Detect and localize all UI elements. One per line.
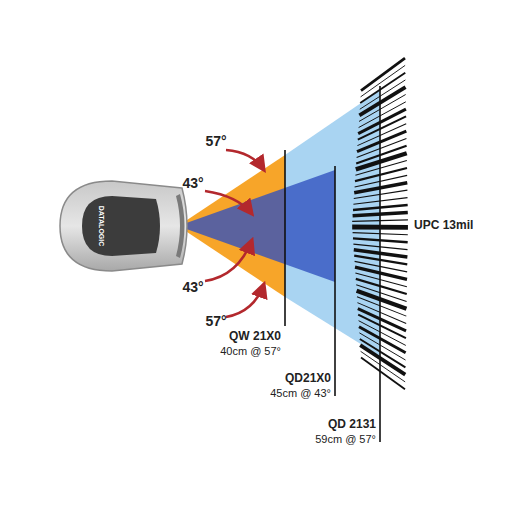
angle-label: 43° <box>182 279 203 295</box>
model-name: QW 21X0 <box>229 330 281 344</box>
angle-arrow <box>205 240 252 281</box>
barcode-bar <box>359 87 405 115</box>
angle-arrow <box>226 284 264 317</box>
barcode-bar <box>358 116 406 139</box>
barcode-bar <box>361 58 405 91</box>
dark-blue-field <box>178 170 335 282</box>
model-name: QD 2131 <box>328 418 376 432</box>
barcode-bar <box>360 80 406 109</box>
barcode-bar <box>356 153 407 169</box>
barcode-bar <box>355 168 407 181</box>
barcode-label: UPC 13mil <box>414 219 473 233</box>
angle-arrow <box>226 150 264 170</box>
distance-line <box>284 150 286 326</box>
barcode-bar <box>358 315 406 338</box>
barcode-bar <box>355 273 406 287</box>
range-spec: 40cm @ 57° <box>220 345 281 358</box>
range-spec: 59cm @ 57° <box>315 433 376 446</box>
barcode-bar <box>359 102 406 128</box>
barcode-bar <box>361 351 406 382</box>
barcode-bar <box>360 345 405 374</box>
angle-label: 57° <box>205 133 226 149</box>
distance-line <box>379 86 381 442</box>
brand-logo: DATALOGIC <box>97 206 105 247</box>
angle-label: 57° <box>205 313 226 329</box>
scanner-window <box>176 194 185 258</box>
barcode-bar <box>358 109 406 133</box>
range-spec: 45cm @ 43° <box>270 387 331 400</box>
barcode-bar <box>360 339 406 367</box>
angle-arrow <box>205 191 252 214</box>
barcode-bar <box>358 309 406 331</box>
barcode-bar <box>355 267 407 279</box>
scanner-housing <box>60 181 187 271</box>
distance-line <box>334 166 336 396</box>
barcode-bar <box>359 95 406 122</box>
barcode-bar <box>361 358 405 390</box>
angle-label: 43° <box>182 175 203 191</box>
model-name: QD21X0 <box>285 372 331 386</box>
barcode-bar <box>355 161 406 176</box>
scanner-face <box>82 196 160 256</box>
barcode-bar <box>359 333 405 360</box>
